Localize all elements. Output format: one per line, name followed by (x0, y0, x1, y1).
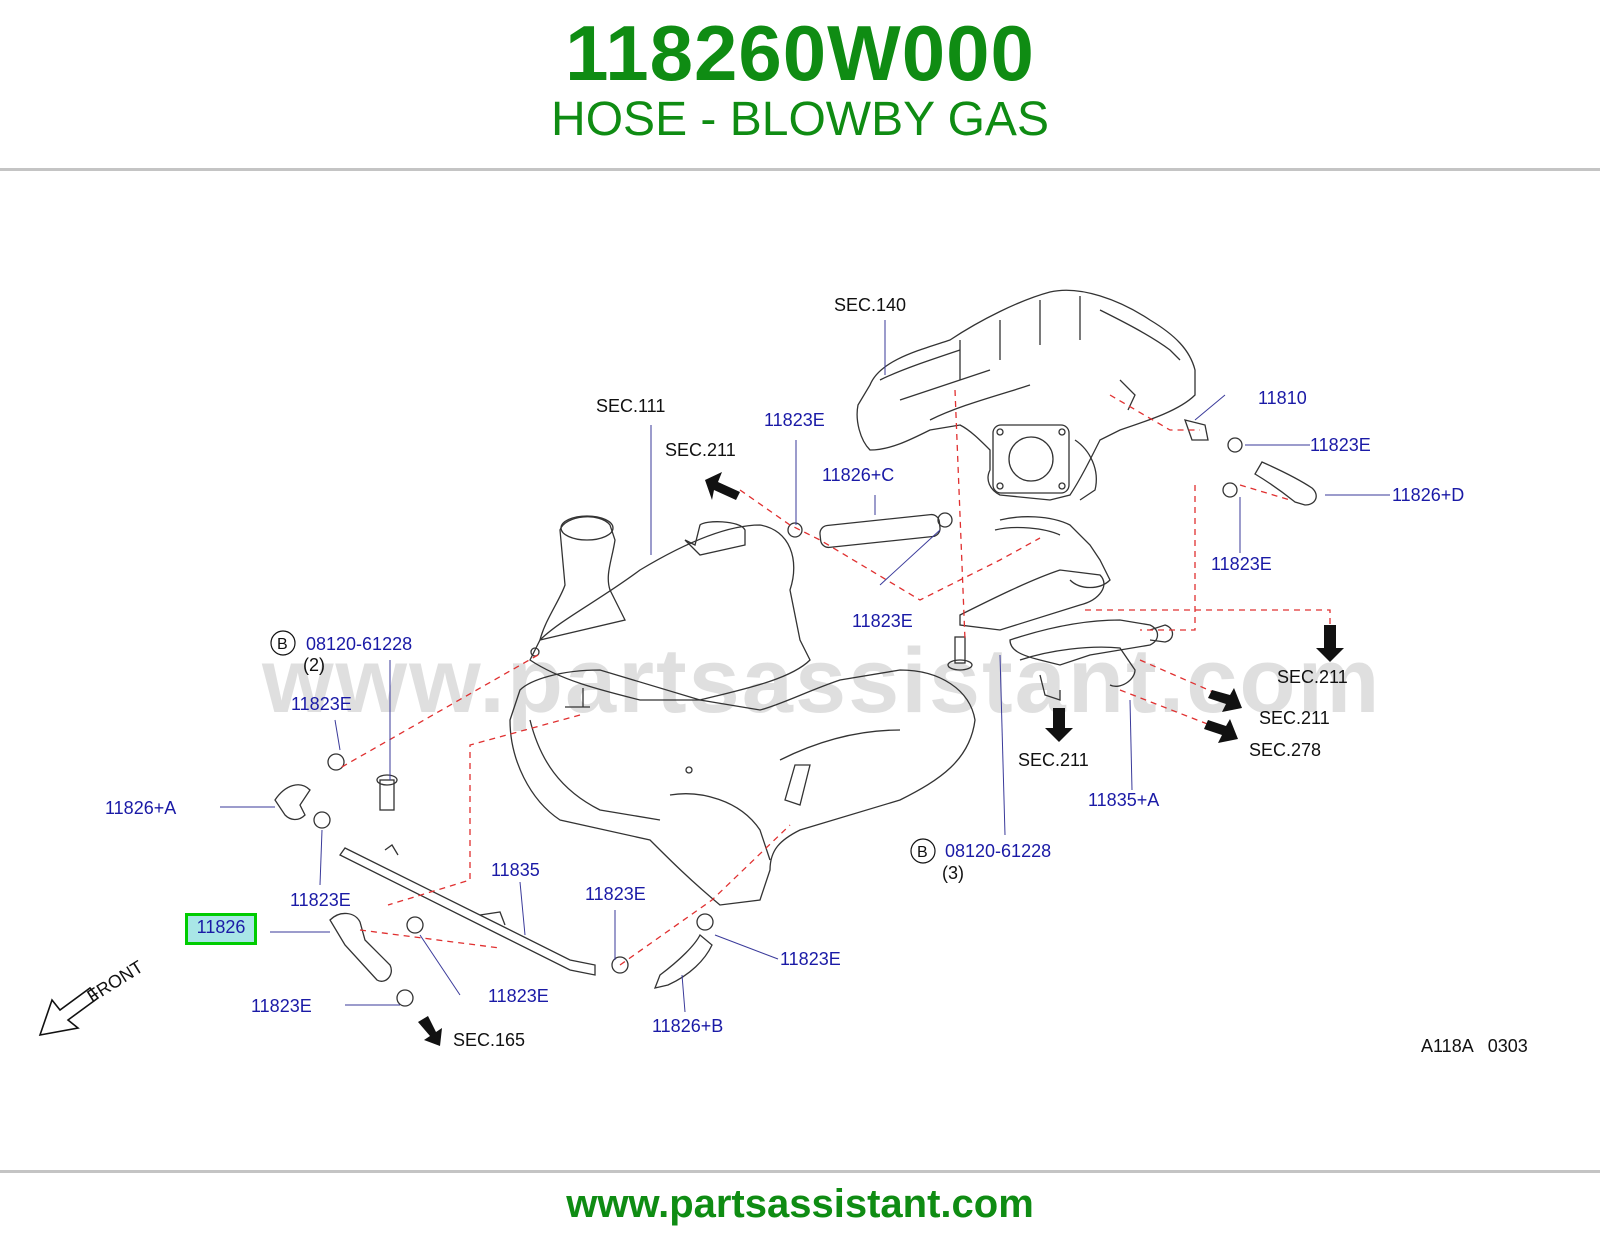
hose-11826b-shape (653, 933, 713, 989)
arrow-sec211-bottom-icon (1045, 708, 1073, 742)
label-bolt2-qty: (3) (942, 863, 964, 883)
pcv-pipe-assembly-drawing (947, 516, 1174, 701)
parts-diagram: www.partsassistant.com (0, 262, 1600, 1082)
highlighted-part-label[interactable]: 11826 (196, 917, 246, 937)
front-label: FRONT (84, 957, 147, 1007)
tube-11835-shape (339, 847, 596, 976)
arrow-sec211-right1-icon (1316, 625, 1344, 662)
diagram-code: A118A 0303 (1421, 1036, 1528, 1056)
label-bolt1-part: 08120-61228 (306, 634, 412, 654)
label-sec211-right2: SEC.211 (1259, 708, 1330, 728)
bolt-right (954, 636, 966, 664)
label-bolt1-qty: (2) (303, 655, 325, 675)
label-11826c: 11826+C (822, 465, 894, 485)
arrow-sec211-right2-icon (1208, 688, 1242, 712)
hose-11826d-shape (1254, 461, 1317, 506)
label-11826a: 11826+A (105, 798, 176, 818)
label-11823e-bottom-left: 11823E (488, 986, 549, 1006)
label-bolt2-code: B (917, 844, 928, 861)
header-divider (0, 168, 1600, 171)
hose-11826a-shape (274, 784, 311, 821)
valve-11810-shape (1183, 419, 1209, 441)
direction-arrows (418, 472, 1344, 1046)
label-sec211-bottom: SEC.211 (1018, 750, 1089, 770)
engine-block-drawing (509, 515, 976, 906)
bolt1-code-circle (270, 630, 296, 656)
label-11826b: 11826+B (652, 1016, 723, 1036)
label-11835a: 11835+A (1088, 790, 1159, 810)
label-11835: 11835 (491, 860, 540, 880)
label-11823e-bottom-right: 11823E (780, 949, 841, 969)
label-11823e-top: 11823E (764, 410, 825, 430)
label-11826d: 11826+D (1392, 485, 1464, 505)
label-sec111: SEC.111 (596, 396, 665, 416)
label-11823e-left-mid: 11823E (290, 890, 351, 910)
footer-url[interactable]: www.partsassistant.com (566, 1182, 1034, 1226)
arrow-sec278-icon (1204, 719, 1238, 743)
hose-11826-shape (329, 912, 392, 982)
label-sec165: SEC.165 (453, 1030, 525, 1050)
label-sec278: SEC.278 (1249, 740, 1321, 760)
front-direction-marker: FRONT (38, 957, 147, 1037)
header: 118260W000 HOSE - BLOWBY GAS (0, 0, 1600, 168)
label-leader-lines (220, 320, 1390, 1013)
label-sec211-top: SEC.211 (665, 440, 736, 460)
part-name-subtitle: HOSE - BLOWBY GAS (551, 93, 1049, 146)
label-bolt1-code: B (277, 636, 288, 653)
diagram-svg: www.partsassistant.com (38, 289, 1528, 1056)
footer-divider (0, 1170, 1600, 1173)
watermark-text: www.partsassistant.com (261, 630, 1381, 732)
dashed-connection-lines (339, 389, 1331, 966)
hoses-and-clamps-drawing (274, 419, 1317, 1007)
label-sec211-right1: SEC.211 (1277, 667, 1348, 687)
label-11823e-center: 11823E (852, 611, 913, 631)
label-bolt2-part: 08120-61228 (945, 841, 1051, 861)
label-11823e-bottom-mid: 11823E (585, 884, 646, 904)
callout-labels: SEC.140 SEC.111 SEC.211 11823E 11826+C 1… (105, 295, 1528, 1056)
arrow-sec165-icon (418, 1016, 442, 1046)
part-number-title: 118260W000 (565, 9, 1035, 97)
arrow-sec211-top-icon (705, 472, 740, 500)
bolt2-code-circle (910, 838, 936, 864)
label-11823e-left-top: 11823E (291, 694, 352, 714)
label-11823e-far-left: 11823E (251, 996, 312, 1016)
intake-manifold-drawing (856, 289, 1196, 501)
label-11810: 11810 (1258, 388, 1307, 408)
label-11823e-right: 11823E (1211, 554, 1272, 574)
front-arrow-icon (38, 986, 100, 1037)
bolt-left (379, 779, 395, 811)
hose-11826c-shape (819, 513, 941, 549)
label-sec140: SEC.140 (834, 295, 906, 315)
highlighted-part-box[interactable] (185, 913, 257, 945)
label-11823e-right-top: 11823E (1310, 435, 1371, 455)
